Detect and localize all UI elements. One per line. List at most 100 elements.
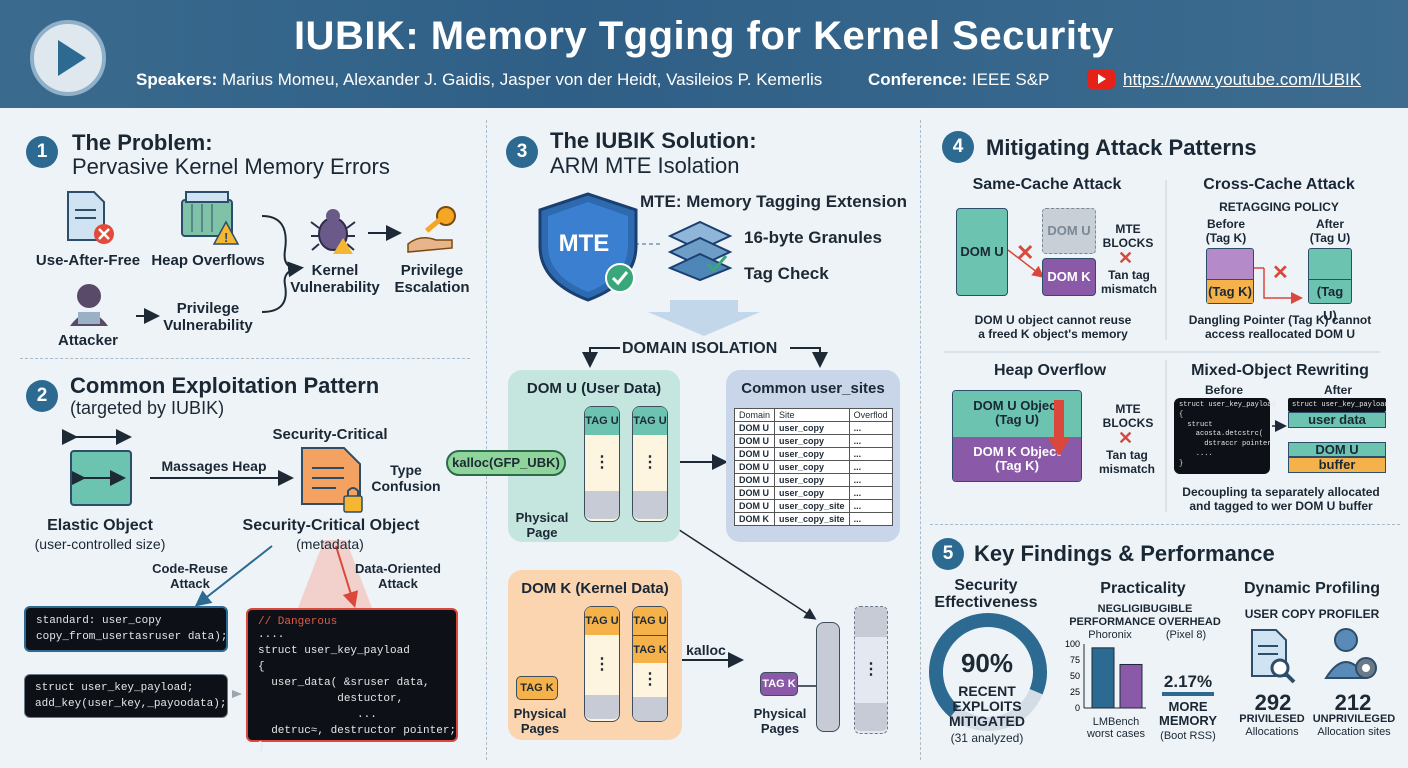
mismatch-x-icon: ✕ bbox=[1118, 248, 1134, 268]
security-critical-object-sub: (metadata) bbox=[296, 536, 364, 552]
section-1-number: 1 bbox=[26, 136, 58, 168]
section-2-subtitle: (targeted by IUBIK) bbox=[70, 398, 225, 418]
table-cell: ... bbox=[848, 421, 893, 435]
before-tag-k: (Tag K) bbox=[1207, 279, 1253, 303]
user-copy-profiler-label: USER COPY PROFILER bbox=[1244, 607, 1380, 621]
table-cell: user_copy bbox=[774, 486, 850, 500]
tag-u: TAG U bbox=[633, 607, 667, 635]
page-footer bbox=[633, 491, 667, 519]
page-footer bbox=[585, 695, 619, 719]
before-block: (Tag K) bbox=[1206, 248, 1254, 304]
mix-before-label: Before bbox=[1204, 383, 1243, 397]
mismatch-x-icon-2: ✕ bbox=[1118, 428, 1134, 448]
section-3-title: The IUBIK Solution: bbox=[550, 128, 757, 153]
y-tick-label: 25 bbox=[1070, 687, 1080, 697]
tag-u: TAG U bbox=[633, 407, 667, 435]
common-sites-title: Common user_sites bbox=[741, 380, 885, 397]
section-5-number: 5 bbox=[932, 538, 964, 570]
tag-check-label: Tag Check bbox=[744, 264, 829, 283]
speakers: Speakers: Marius Momeu, Alexander J. Gai… bbox=[136, 70, 823, 89]
dom-k-block: DOM K bbox=[1042, 258, 1096, 296]
mix-dom-u-block: DOM U bbox=[1288, 442, 1386, 457]
code-snippet-standard: standard: user_copy copy_from_usertasrus… bbox=[24, 606, 228, 652]
table-cell: DOM U bbox=[733, 486, 776, 500]
kmalloc-gfp-ubk-pill: kalloc(GFP_UBK) bbox=[446, 450, 566, 476]
table-cell: ... bbox=[848, 499, 893, 513]
memory-bar bbox=[1162, 692, 1214, 696]
dom-u-page-column-2: TAG U ⋮ bbox=[632, 406, 668, 522]
y-tick-label: 75 bbox=[1070, 655, 1080, 665]
elastic-object-label: Elastic Object bbox=[47, 517, 153, 534]
use-after-free-label: Use-After-Free bbox=[35, 252, 141, 269]
user-gear-icon bbox=[1324, 626, 1380, 684]
tag-u: TAG U bbox=[585, 407, 619, 435]
dangerous-comment: // Dangerous bbox=[258, 616, 338, 628]
divider bbox=[486, 120, 487, 760]
divider bbox=[930, 524, 1400, 525]
analyzed-label: (31 analyzed) bbox=[950, 731, 1024, 745]
table-cell: ... bbox=[848, 434, 893, 448]
privileged-count: 292 bbox=[1254, 690, 1292, 715]
boot-rss-label: (Boot RSS) bbox=[1160, 730, 1216, 742]
dangerous-code: .... struct user_key_payload { user_data… bbox=[258, 629, 457, 753]
elastic-object-sub: (user-controlled size) bbox=[34, 536, 166, 552]
section-3-subtitle: ARM MTE Isolation bbox=[550, 153, 740, 178]
massages-heap-label: Massages Heap bbox=[161, 458, 267, 474]
header-banner bbox=[0, 0, 1408, 108]
section-1-title: The Problem: bbox=[72, 130, 213, 155]
divider bbox=[920, 120, 921, 760]
y-tick-label: 50 bbox=[1070, 671, 1080, 681]
section-4-title: Mitigating Attack Patterns bbox=[986, 135, 1257, 160]
elastic-object-icon bbox=[70, 450, 132, 506]
memory-percent: 2.17% bbox=[1163, 672, 1213, 691]
layers-icon bbox=[668, 220, 733, 282]
effectiveness-gauge bbox=[926, 610, 1048, 732]
retagging-policy-label: RETAGGING POLICY bbox=[1219, 200, 1339, 214]
section-5-title: Key Findings & Performance bbox=[974, 541, 1275, 566]
dom-u-block: DOM U bbox=[956, 208, 1008, 296]
document-search-icon bbox=[1250, 628, 1296, 684]
table-cell: ... bbox=[848, 512, 893, 526]
dom-k-page-column-2: TAG U TAG K ⋮ bbox=[632, 606, 668, 722]
conference: Conference: IEEE S&P bbox=[868, 70, 1050, 89]
before-label: Before(Tag K) bbox=[1205, 217, 1247, 245]
kalloc-label: kalloc bbox=[686, 642, 726, 658]
heap-overflow-diagram: DOM U Object(Tag U) DOM K Object(Tag K) bbox=[952, 390, 1082, 482]
physical-page-strip bbox=[816, 622, 840, 732]
table-cell: ... bbox=[848, 460, 893, 474]
phoronix-label: Phoronix bbox=[1088, 629, 1132, 641]
table-cell: user_copy bbox=[774, 447, 850, 461]
pixel-label: (Pixel 8) bbox=[1165, 629, 1207, 641]
retag-x-icon: ✕ bbox=[1272, 262, 1289, 284]
ellipsis: ⋮ bbox=[642, 671, 658, 688]
after-tag-u: (Tag U) bbox=[1309, 279, 1351, 323]
dom-k-page-column-1: TAG U ⋮ bbox=[584, 606, 620, 722]
ellipsis: ⋮ bbox=[863, 661, 879, 678]
table-cell: user_copy bbox=[774, 434, 850, 448]
table-cell: ... bbox=[848, 486, 893, 500]
youtube-link[interactable]: https://www.youtube.com/IUBIK bbox=[1123, 70, 1362, 89]
bar bbox=[1119, 663, 1143, 709]
mix-before-code: struct user_key_payload { struct acosta.… bbox=[1174, 398, 1276, 474]
sites-table-header: Site bbox=[774, 408, 850, 422]
table-cell: user_copy_site bbox=[774, 512, 850, 526]
divider bbox=[20, 358, 470, 359]
page-footer bbox=[633, 697, 667, 721]
play-logo-icon bbox=[30, 20, 106, 96]
